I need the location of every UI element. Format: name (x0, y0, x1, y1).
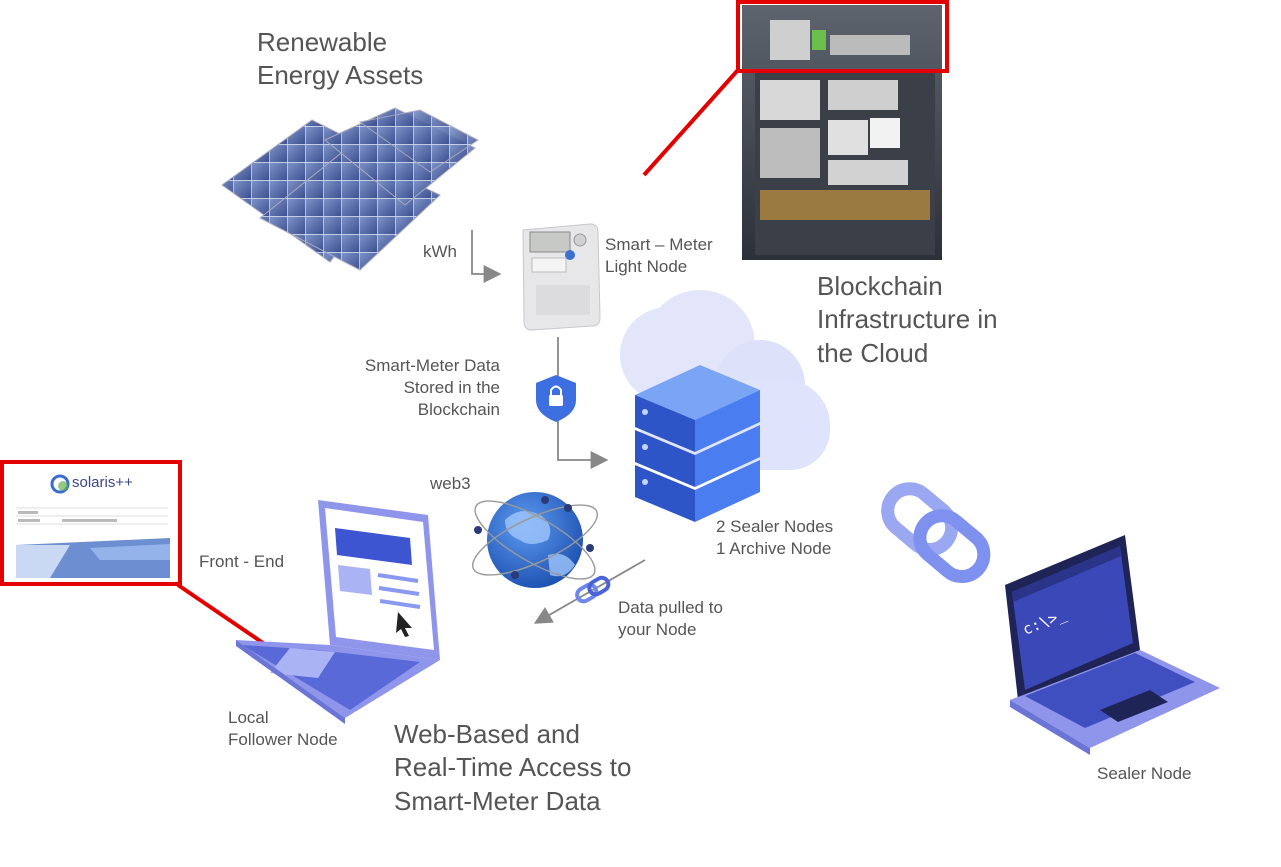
label-data-pulled: Data pulled to your Node (618, 598, 723, 639)
frontend-highlight-frame (0, 460, 182, 586)
solaris-logo-text: solaris++ (72, 474, 133, 491)
solar-panels-image (221, 107, 479, 271)
smart-meter-image (522, 223, 601, 331)
red-connector-top (642, 68, 740, 177)
label-data-stored: Smart-Meter Data Stored in the Blockchai… (364, 356, 500, 419)
label-sealer-node: Sealer Node (1097, 764, 1192, 783)
shield-lock-icon (536, 375, 576, 422)
label-renewable-assets: Renewable Energy Assets (257, 27, 424, 91)
label-front-end: Front - End (199, 552, 285, 571)
sealer-laptop-icon (1005, 535, 1220, 755)
cabinet-highlight-frame (736, 0, 949, 73)
kwh-arrow (471, 230, 502, 283)
red-connector-left (176, 583, 268, 647)
chain-link-icon (881, 482, 991, 583)
small-chain-icon (575, 575, 611, 604)
label-web-based-access: Web-Based and Real-Time Access to Smart-… (394, 719, 632, 816)
label-kwh: kWh (423, 242, 457, 261)
label-smart-meter-light-node: Smart – Meter Light Node (605, 235, 713, 276)
frontend-laptop-icon (236, 500, 440, 724)
globe-icon (471, 492, 599, 588)
label-web3: web3 (430, 474, 471, 493)
label-local-follower-node: Local Follower Node (228, 708, 338, 749)
solaris-frontend-screenshot (8, 466, 176, 580)
label-blockchain-infrastructure: Blockchain Infrastructure in the Cloud (817, 271, 998, 368)
control-cabinet-photo (742, 5, 942, 260)
label-sealer-nodes: 2 Sealer Nodes 1 Archive Node (716, 517, 834, 558)
server-stack-icon (635, 365, 760, 522)
